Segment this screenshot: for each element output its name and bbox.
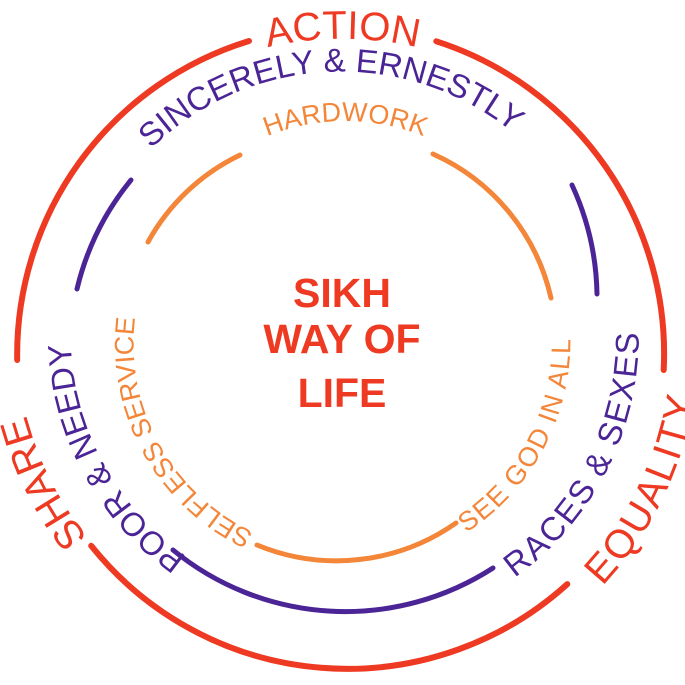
- middle-ring-arc-bottom: [170, 547, 496, 615]
- center-line-3: LIFE: [298, 370, 387, 416]
- inner-ring-arc-bottom: [254, 520, 459, 564]
- center-title: SIKH WAY OF LIFE: [263, 270, 420, 416]
- outer-ring-arc-bottom: [88, 542, 571, 672]
- center-line-1: SIKH: [293, 270, 391, 316]
- inner-ring-arc-left: [145, 152, 243, 245]
- inner-ring-arc-right: [430, 151, 554, 301]
- inner-ring: [145, 151, 554, 564]
- middle-ring-arc-left: [74, 177, 134, 292]
- inner-label-top: HARDWORK: [259, 97, 432, 142]
- middle-ring-arc-right: [569, 182, 600, 297]
- middle-ring: [74, 177, 600, 615]
- outer-ring-arc-top-left: [14, 38, 252, 363]
- inner-label-top-text: HARDWORK: [259, 97, 432, 142]
- outer-ring-arc-top-right: [433, 38, 668, 373]
- outer-ring: [14, 38, 668, 672]
- center-line-2: WAY OF: [263, 316, 420, 362]
